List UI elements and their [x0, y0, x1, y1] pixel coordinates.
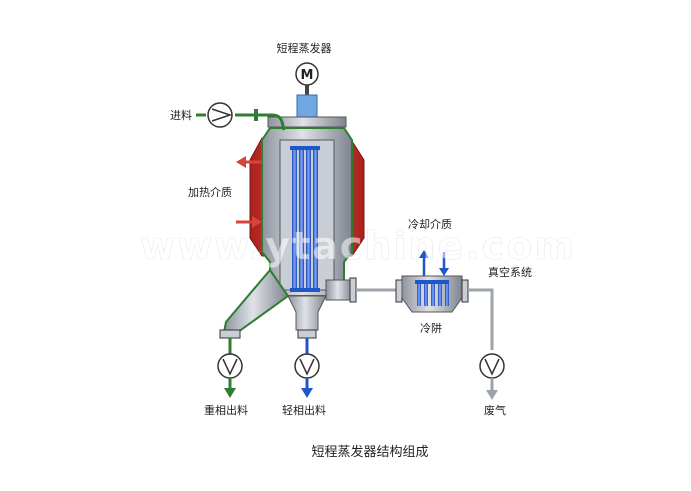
watermark: www.ytachine.com: [140, 224, 576, 268]
label-coolant: 冷却介质: [408, 218, 452, 231]
label-exhaust: 废气: [484, 403, 506, 417]
feed-pump-icon: [207, 102, 233, 128]
label-heavy-out: 重相出料: [204, 403, 248, 417]
coolant-in-arrowhead: [439, 268, 449, 276]
heavy-pump-icon: [217, 353, 243, 379]
label-cold-trap: 冷阱: [420, 321, 442, 335]
light-out-arrowhead: [301, 388, 313, 398]
heavy-out-arrowhead: [224, 388, 236, 398]
heating-out-arrowhead: [236, 156, 246, 168]
label-vacuum-system: 真空系统: [488, 265, 532, 279]
cold-trap: [395, 275, 469, 313]
heating-in-arrowhead: [252, 216, 262, 228]
condenser-tubes: [290, 146, 320, 292]
exhaust-arrowhead: [486, 390, 498, 400]
label-heating-medium: 加热介质: [188, 186, 232, 199]
vacuum-line-2: [468, 288, 494, 350]
motor-symbol: M: [301, 68, 314, 83]
feed-line: [196, 109, 286, 131]
coolant-out-arrowhead: [419, 250, 429, 258]
diagram-title: 短程蒸发器: [277, 41, 332, 55]
label-light-out: 轻相出料: [282, 403, 326, 417]
diagram-caption: 短程蒸发器结构组成: [311, 444, 428, 460]
light-pump-icon: [294, 353, 320, 379]
light-phase-outlet: [287, 295, 327, 331]
motor-icon: M: [295, 62, 319, 118]
vacuum-pump-icon: [479, 353, 505, 379]
label-feed: 进料: [170, 108, 192, 122]
